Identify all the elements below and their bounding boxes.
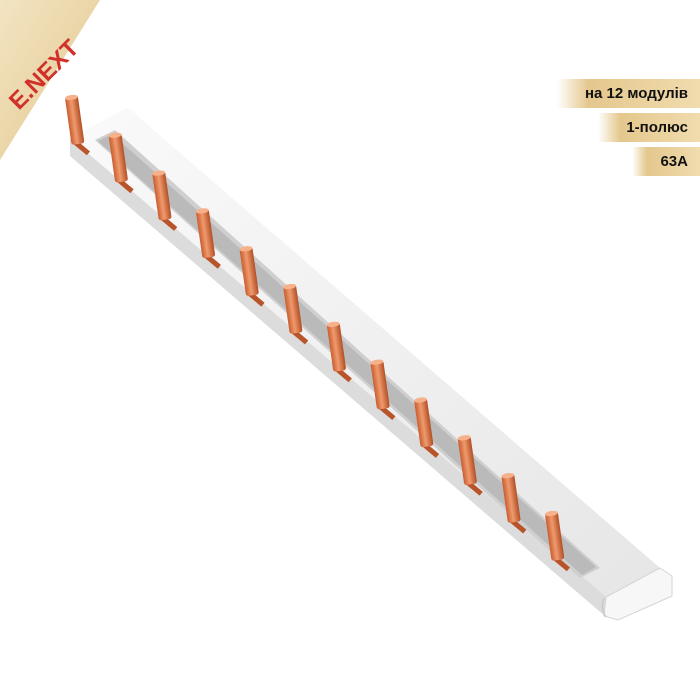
poles-badge: 1-полюс [598, 113, 700, 142]
copper-pin [283, 283, 309, 345]
brand-logo: E.NEXT [4, 34, 85, 116]
copper-pin [457, 435, 483, 496]
copper-pin [239, 246, 265, 307]
copper-pin [195, 208, 221, 269]
copper-pin [326, 321, 352, 383]
copper-pins [65, 94, 571, 572]
copper-pin [414, 397, 440, 458]
copper-pin [545, 510, 571, 572]
brand-ribbon: E.NEXT [0, 0, 110, 160]
copper-pin [108, 132, 134, 194]
modules-badge: на 12 модулів [556, 79, 700, 108]
copper-pin [501, 473, 527, 534]
copper-pin [65, 94, 91, 156]
copper-pin [152, 170, 178, 231]
copper-pin [370, 359, 396, 421]
current-badge: 63A [632, 147, 700, 176]
logo-ribbon [0, 0, 100, 160]
